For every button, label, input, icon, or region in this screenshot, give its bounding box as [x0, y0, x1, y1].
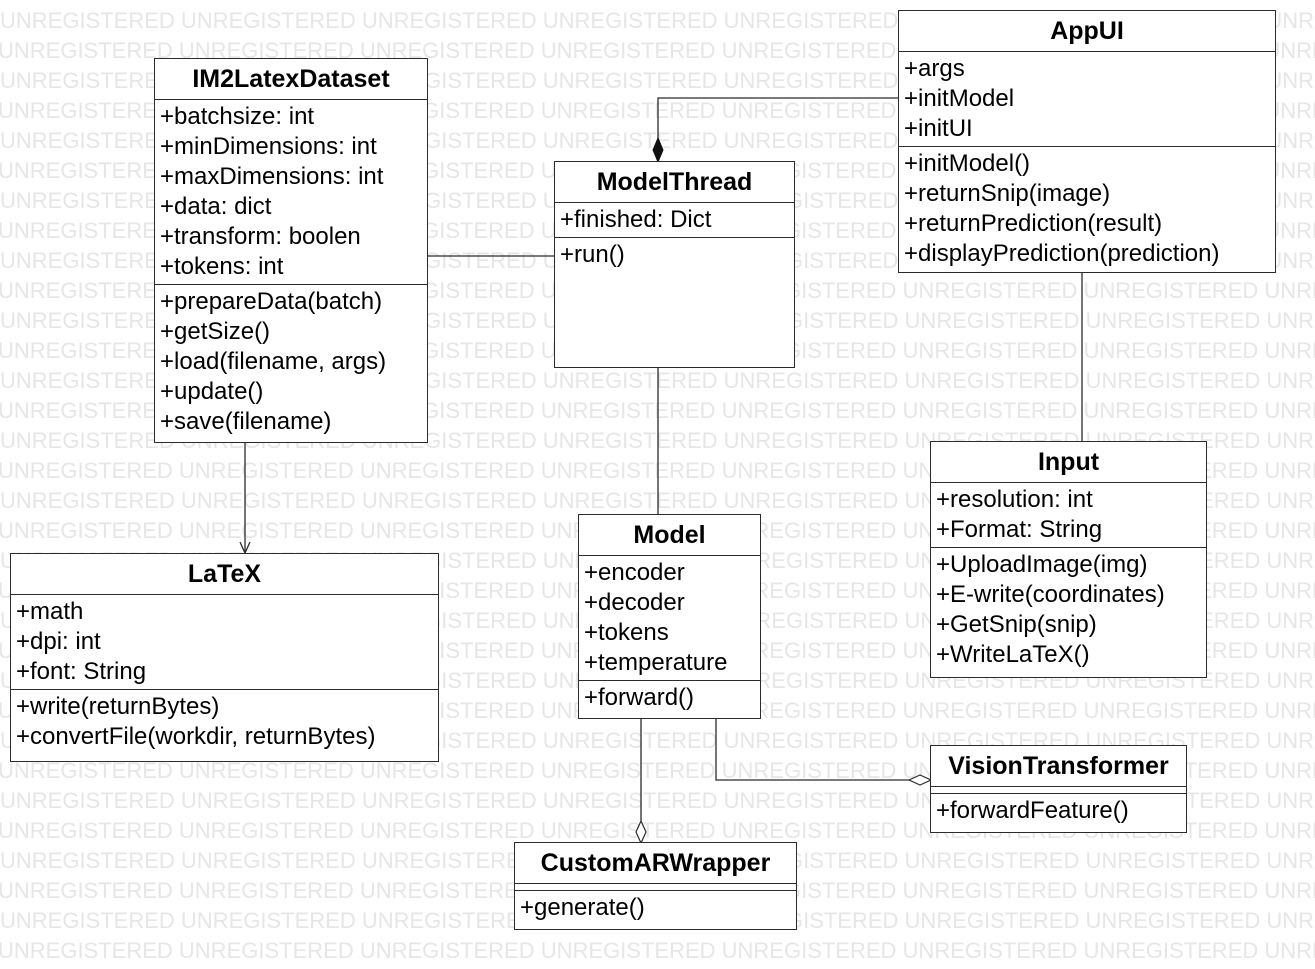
- method: +forward(): [584, 684, 695, 711]
- methods-section: +forward(): [579, 681, 760, 715]
- class-name: AppUI: [899, 11, 1275, 52]
- method: +UploadImage(img): [936, 551, 1148, 578]
- attribute: +font: String: [16, 658, 147, 685]
- attribute: +decoder: [584, 589, 685, 616]
- attribute: +finished: Dict: [560, 206, 712, 233]
- methods-section: +generate(): [515, 891, 796, 925]
- attribute: +minDimensions: int: [160, 133, 377, 160]
- attributes-section: +args +initModel +initUI: [899, 52, 1275, 147]
- method: +prepareData(batch): [160, 288, 383, 315]
- class-input[interactable]: Input +resolution: int +Format: String +…: [930, 441, 1207, 678]
- method: +load(filename, args): [160, 348, 387, 375]
- method: +generate(): [520, 894, 645, 921]
- method: +getSize(): [160, 318, 271, 345]
- method: +forwardFeature(): [936, 797, 1129, 824]
- class-name: CustomARWrapper: [515, 843, 796, 884]
- class-im2latexdataset[interactable]: IM2LatexDataset +batchsize: int +minDime…: [154, 58, 428, 443]
- attribute: +math: [16, 598, 84, 625]
- method: +GetSnip(snip): [936, 611, 1097, 638]
- class-name: ModelThread: [555, 162, 794, 203]
- methods-section: +UploadImage(img) +E-write(coordinates) …: [931, 548, 1206, 672]
- arrowhead-icon: [239, 541, 251, 555]
- class-appui[interactable]: AppUI +args +initModel +initUI +initMode…: [898, 10, 1276, 273]
- method: +returnSnip(image): [904, 180, 1111, 207]
- method: +convertFile(workdir, returnBytes): [16, 723, 376, 750]
- model-visiontransformer-aggregation-line: [715, 719, 909, 781]
- class-name: Input: [931, 442, 1206, 483]
- attribute: +resolution: int: [936, 486, 1093, 513]
- attributes-section: +batchsize: int +minDimensions: int +max…: [155, 100, 427, 285]
- method: +save(filename): [160, 408, 332, 435]
- class-model[interactable]: Model +encoder +decoder +tokens +tempera…: [578, 514, 761, 719]
- composition-diamond-icon: [652, 136, 664, 164]
- method: +write(returnBytes): [16, 693, 220, 720]
- methods-section: +run(): [555, 238, 794, 272]
- class-visiontransformer[interactable]: VisionTransformer +forwardFeature(): [930, 745, 1187, 833]
- aggregation-diamond-icon: [907, 774, 933, 786]
- watermark-text-row: UNREGISTERED UNREGISTERED UNREGISTERED U…: [0, 938, 1315, 963]
- attributes-section: +finished: Dict: [555, 203, 794, 238]
- attribute: +data: dict: [160, 193, 272, 220]
- class-latex[interactable]: LaTeX +math +dpi: int +font: String +wri…: [10, 553, 439, 762]
- method: +E-write(coordinates): [936, 581, 1165, 608]
- class-name: Model: [579, 515, 760, 556]
- method: +displayPrediction(prediction): [904, 240, 1220, 267]
- attribute: +batchsize: int: [160, 103, 315, 130]
- method: +update(): [160, 378, 264, 405]
- class-name: IM2LatexDataset: [155, 59, 427, 100]
- attribute: +tokens: [584, 619, 669, 646]
- class-name: VisionTransformer: [931, 746, 1186, 787]
- method: +WriteLaTeX(): [936, 641, 1090, 668]
- attribute: +encoder: [584, 559, 685, 586]
- methods-section: +forwardFeature(): [931, 794, 1186, 828]
- aggregation-diamond-icon: [635, 819, 647, 845]
- methods-section: +prepareData(batch) +getSize() +load(fil…: [155, 285, 427, 439]
- attributes-section: +resolution: int +Format: String: [931, 483, 1206, 548]
- method: +initModel(): [904, 150, 1031, 177]
- method: +run(): [560, 241, 625, 268]
- attribute: +tokens: int: [160, 253, 284, 280]
- appui-modelthread-composition-line: [657, 97, 898, 138]
- attribute: +dpi: int: [16, 628, 101, 655]
- class-name: LaTeX: [11, 554, 438, 595]
- attribute: +transform: boolen: [160, 223, 361, 250]
- method: +returnPrediction(result): [904, 210, 1163, 237]
- methods-section: +initModel() +returnSnip(image) +returnP…: [899, 147, 1275, 271]
- attributes-section: [931, 787, 1186, 794]
- attribute: +args: [904, 55, 965, 82]
- attribute: +initUI: [904, 115, 973, 142]
- attributes-section: +math +dpi: int +font: String: [11, 595, 438, 690]
- attribute: +Format: String: [936, 516, 1103, 543]
- methods-section: +write(returnBytes) +convertFile(workdir…: [11, 690, 438, 754]
- attribute: +temperature: [584, 649, 728, 676]
- attributes-section: [515, 884, 796, 891]
- attributes-section: +encoder +decoder +tokens +temperature: [579, 556, 760, 681]
- attribute: +maxDimensions: int: [160, 163, 384, 190]
- class-modelthread[interactable]: ModelThread +finished: Dict +run(): [554, 161, 795, 368]
- class-customarwrapper[interactable]: CustomARWrapper +generate(): [514, 842, 797, 930]
- attribute: +initModel: [904, 85, 1015, 112]
